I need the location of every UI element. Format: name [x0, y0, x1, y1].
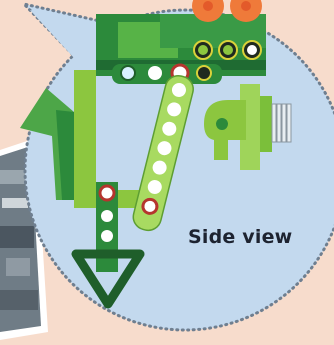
caption-side-view: Side view	[188, 226, 292, 248]
gear-teeth	[272, 104, 291, 142]
